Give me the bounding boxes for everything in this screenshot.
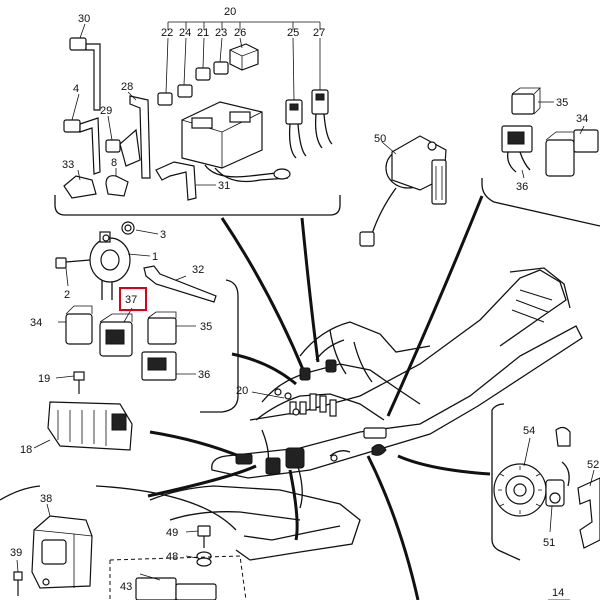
callout-4: 4 xyxy=(73,83,79,95)
coupler-27[interactable] xyxy=(311,38,333,149)
callout-52: 52 xyxy=(587,459,599,471)
callout-35-left: 35 xyxy=(200,321,212,333)
band-32[interactable] xyxy=(143,265,217,303)
grommet-48[interactable] xyxy=(185,551,212,567)
callout-27: 27 xyxy=(313,27,325,39)
motorcycle-frame xyxy=(147,195,583,600)
bolt-19[interactable] xyxy=(55,371,85,394)
relay-35-left[interactable] xyxy=(147,311,196,345)
callout-19: 19 xyxy=(38,373,50,385)
fuse-21[interactable] xyxy=(195,37,211,81)
callout-51: 51 xyxy=(543,537,555,549)
callout-43: 43 xyxy=(120,581,132,593)
rotor-54[interactable] xyxy=(493,437,547,517)
relay-socket-36-top[interactable] xyxy=(501,125,533,179)
relay-34-left[interactable] xyxy=(58,305,93,345)
callout-18: 18 xyxy=(20,444,32,456)
ignition-coil-50[interactable] xyxy=(359,135,447,247)
inset-middle-left xyxy=(33,221,239,451)
callout-37: 37 xyxy=(125,294,137,306)
relay-35-top[interactable] xyxy=(511,87,554,115)
rectifier-18[interactable] xyxy=(33,401,133,451)
band-28[interactable] xyxy=(127,91,151,179)
fuse-23[interactable] xyxy=(213,37,229,75)
cover-26[interactable] xyxy=(229,37,259,71)
callout-28: 28 xyxy=(121,81,133,93)
callout-20-center: 20 xyxy=(236,385,248,397)
callout-23: 23 xyxy=(215,27,227,39)
callout-49: 49 xyxy=(166,527,178,539)
callout-26: 26 xyxy=(234,27,246,39)
callout-8: 8 xyxy=(111,157,117,169)
callout-1: 1 xyxy=(152,251,158,263)
callout-35-top: 35 xyxy=(556,97,568,109)
callout-39: 39 xyxy=(10,547,22,559)
callout-21: 21 xyxy=(197,27,209,39)
callout-54: 54 xyxy=(523,425,535,437)
callout-36-left: 36 xyxy=(198,369,210,381)
clamp-29[interactable] xyxy=(105,115,141,167)
fuse-22[interactable] xyxy=(157,37,173,106)
horn-1[interactable] xyxy=(89,231,151,300)
bolt-39[interactable] xyxy=(13,559,23,596)
callout-36-top: 36 xyxy=(516,181,528,193)
callout-24: 24 xyxy=(179,27,191,39)
inset-right xyxy=(491,403,600,561)
callout-29: 29 xyxy=(100,105,112,117)
callout-14: 14 xyxy=(552,587,564,599)
clamp-30[interactable] xyxy=(69,23,101,111)
inset-top-right xyxy=(481,87,600,227)
clip-8[interactable] xyxy=(105,168,129,197)
inset-top-left xyxy=(54,21,341,216)
callout-38: 38 xyxy=(40,493,52,505)
callout-2: 2 xyxy=(64,289,70,301)
callout-20: 20 xyxy=(224,6,236,18)
callout-22: 22 xyxy=(161,27,173,39)
bracket-43[interactable] xyxy=(109,555,247,600)
inset-bottom-left xyxy=(0,485,247,600)
sensor-51[interactable] xyxy=(545,426,571,533)
callout-34-top: 34 xyxy=(576,113,588,125)
part-37-highlight-box[interactable] xyxy=(119,287,147,311)
bracket-52[interactable] xyxy=(577,469,600,549)
nut-3[interactable] xyxy=(121,221,159,235)
fuse-box[interactable] xyxy=(181,101,291,183)
callout-3: 3 xyxy=(160,229,166,241)
callout-25: 25 xyxy=(287,27,299,39)
callout-33: 33 xyxy=(62,159,74,171)
clamp-4[interactable] xyxy=(63,93,101,175)
callout-48: 48 xyxy=(166,551,178,563)
relay-37[interactable] xyxy=(99,307,133,357)
bolt-2[interactable] xyxy=(55,257,91,287)
holder-33[interactable] xyxy=(63,169,97,199)
coupler-25[interactable] xyxy=(285,37,307,159)
fuse-24[interactable] xyxy=(177,37,193,98)
callout-30: 30 xyxy=(78,13,90,25)
relay-34-top[interactable] xyxy=(545,125,599,177)
bolt-49[interactable] xyxy=(185,525,211,548)
callout-32: 32 xyxy=(192,264,204,276)
callout-34-left: 34 xyxy=(30,317,42,329)
callout-50: 50 xyxy=(374,133,386,145)
band-31[interactable] xyxy=(155,161,216,201)
ecu-38[interactable] xyxy=(31,503,93,589)
callout-31: 31 xyxy=(218,180,230,192)
relay-socket-36-left[interactable] xyxy=(141,351,196,381)
